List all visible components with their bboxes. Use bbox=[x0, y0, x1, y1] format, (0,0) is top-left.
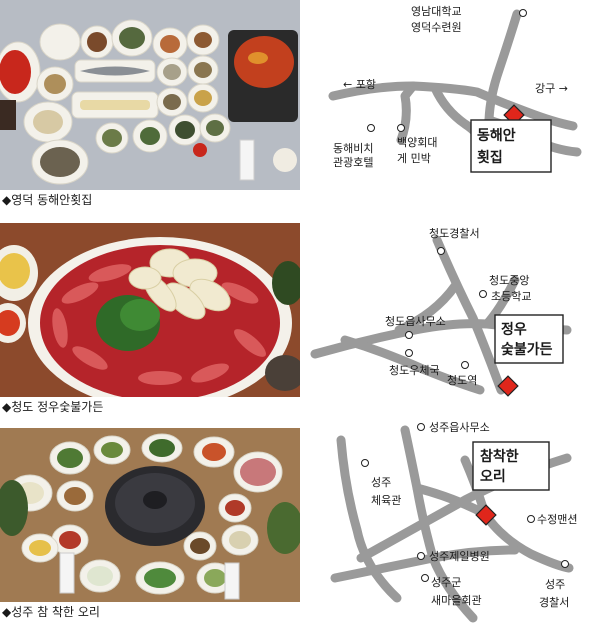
photo-duck-grill bbox=[0, 428, 300, 602]
landmark-dot bbox=[461, 361, 469, 369]
landmark-label: 동해비치 bbox=[333, 141, 373, 155]
landmark-label: 청도우체국 bbox=[389, 364, 440, 377]
landmark-dot bbox=[527, 515, 535, 523]
photo-seafood-table bbox=[0, 0, 300, 190]
map-yeongdeok: 영남대학교 영덕수련원 ← 포항 강구 → 동해비치 관광호텔 백양회대 게 민… bbox=[305, 0, 600, 206]
landmark-dot bbox=[417, 423, 425, 431]
restaurant-name-2: 횟집 bbox=[477, 149, 503, 166]
caption-restaurant-3: ◆성주 참 착한 오리 bbox=[2, 605, 100, 619]
landmark-label: 성주 bbox=[371, 476, 391, 489]
restaurant-name-1: 참착한 bbox=[480, 448, 519, 465]
landmark-label: 청도역 bbox=[447, 374, 477, 387]
landmark-label: 성주제일병원 bbox=[429, 549, 490, 563]
landmark-label: 관광호텔 bbox=[333, 156, 373, 169]
landmark-dot bbox=[361, 459, 369, 467]
landmark-label: 청도경찰서 bbox=[429, 227, 480, 240]
landmark-dot bbox=[405, 331, 413, 339]
landmark-dot bbox=[397, 124, 405, 132]
landmark-dot bbox=[437, 247, 445, 255]
landmark-label: 성주 bbox=[545, 578, 565, 591]
landmark-label: 성주군 bbox=[431, 576, 461, 589]
landmark-label: 새마을회관 bbox=[431, 594, 482, 607]
north-label-1: 영남대학교 bbox=[411, 5, 462, 18]
landmark-dot bbox=[519, 9, 527, 17]
landmark-label: 청도중앙 bbox=[489, 274, 529, 287]
restaurant-name-1: 동해안 bbox=[477, 127, 516, 144]
north-label-2: 영덕수련원 bbox=[411, 21, 462, 34]
landmark-label: 게 민박 bbox=[397, 152, 431, 165]
photo-beef-platter bbox=[0, 223, 300, 397]
landmark-label: 초등학교 bbox=[491, 290, 531, 303]
right-arrow-label: 강구 → bbox=[535, 82, 568, 95]
restaurant-marker bbox=[497, 375, 519, 397]
landmark-dot bbox=[479, 290, 487, 298]
landmark-label: 백양회대 bbox=[397, 136, 437, 149]
landmark-dot bbox=[405, 349, 413, 357]
landmark-label: 청도읍사무소 bbox=[385, 315, 446, 328]
landmark-label: 체육관 bbox=[371, 494, 401, 507]
caption-restaurant-1: ◆영덕 동해안횟집 bbox=[2, 193, 93, 207]
landmark-dot bbox=[417, 552, 425, 560]
restaurant-name-2: 숯불가든 bbox=[501, 342, 553, 358]
landmark-label: 성주읍사무소 bbox=[429, 421, 490, 434]
landmark-label: 수정맨션 bbox=[537, 513, 577, 526]
landmark-dot bbox=[561, 560, 569, 568]
left-arrow-label: ← 포항 bbox=[343, 78, 376, 91]
map-cheongdo: 청도경찰서 청도중앙 초등학교 청도읍사무소 청도우체국 청도역 정우 숯불가든 bbox=[305, 222, 600, 418]
map-seongju: 성주읍사무소 성주 체육관 수정맨션 성주제일병원 성주군 새마을회관 성주 경… bbox=[305, 418, 600, 626]
landmark-label: 경찰서 bbox=[539, 596, 569, 609]
restaurant-marker bbox=[475, 504, 497, 526]
landmark-dot bbox=[421, 574, 429, 582]
caption-restaurant-2: ◆청도 정우숯불가든 bbox=[2, 400, 104, 414]
restaurant-name-1: 정우 bbox=[501, 321, 527, 338]
landmark-dot bbox=[367, 124, 375, 132]
restaurant-name-2: 오리 bbox=[480, 469, 506, 485]
